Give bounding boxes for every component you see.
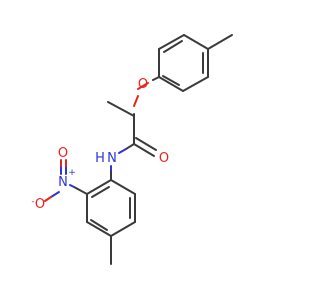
nitro-nitrogen-label: N: [58, 175, 68, 190]
ring-oxygen-bond-o: [137, 82, 149, 90]
ch-methyl-bond: [107, 101, 135, 117]
nitro-o-single-bond-n: [50, 191, 60, 198]
amide-hydrogen-label: H: [95, 151, 105, 166]
nitro-oxygen-single-label: O: [35, 197, 45, 212]
ring-nitro-bond-n: [69, 184, 75, 188]
ring-nitro-bond: [73, 186, 88, 195]
nitro-plus-charge: +: [68, 168, 76, 178]
molecule-structure: O O N H N + O - O: [31, 34, 233, 265]
nitro-minus-charge: -: [31, 197, 34, 207]
carbonyl-n-bond-n: [118, 148, 127, 154]
oxygen-ch-bond: [133, 95, 139, 107]
ring-oxygen-bond: [152, 76, 160, 81]
amide-nitrogen-label: N: [107, 151, 117, 166]
tolyl-ring: [158, 34, 209, 92]
structure-canvas: O O N H N + O - O: [31, 34, 233, 265]
carbonyl-double-bond-a: [133, 143, 155, 157]
carbonyl-oxygen-label: O: [159, 151, 169, 166]
carbonyl-double-bond-b: [135, 137, 157, 151]
ether-oxygen-label: O: [138, 77, 148, 92]
ring-methyl-bond: [207, 34, 233, 50]
carbonyl-n-bond: [125, 143, 135, 150]
nitro-o-single-bond-o: [44, 196, 52, 202]
nitro-oxygen-double-label: O: [58, 146, 68, 161]
nitrotolyl-ring: [86, 179, 136, 237]
